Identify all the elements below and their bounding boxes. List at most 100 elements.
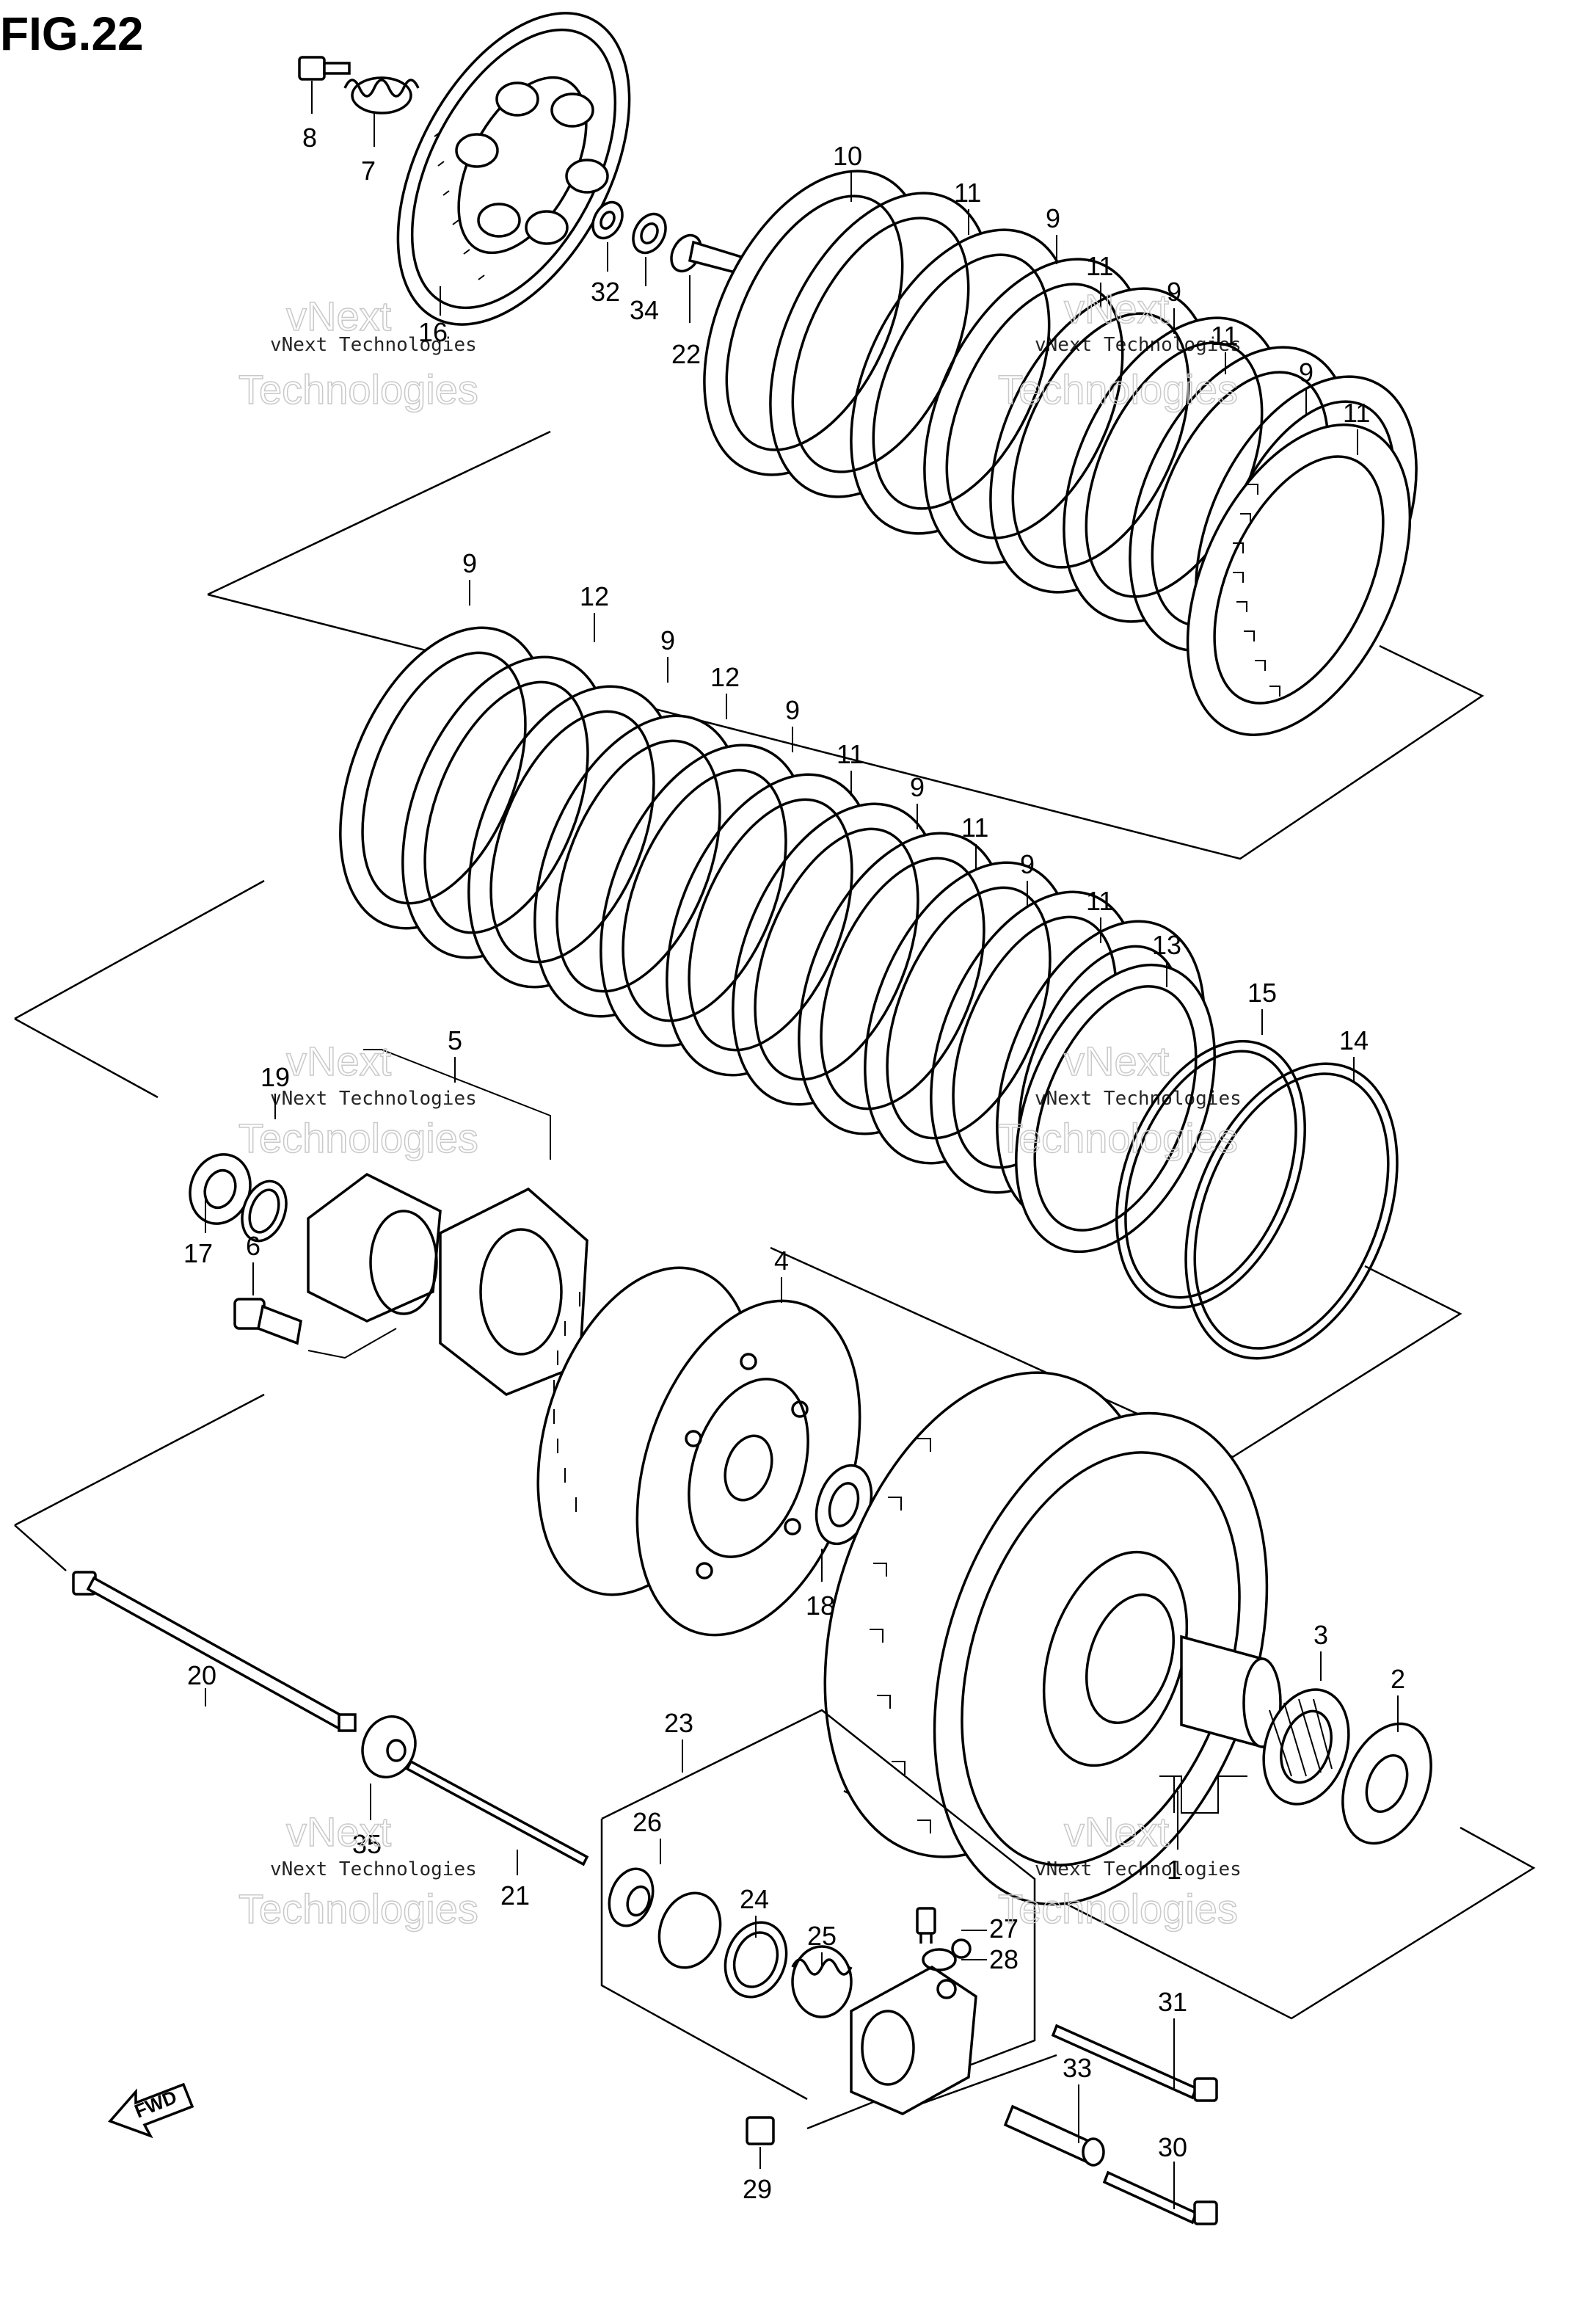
watermark-text-bl-outline: Technologies (238, 1886, 478, 1932)
slave-cylinder-frame (600, 1709, 1057, 2130)
callout-1: 1 (1167, 1855, 1181, 1885)
spring-7 (343, 76, 420, 114)
callout-24: 24 (740, 1884, 769, 1914)
callout-9c: 9 (1299, 357, 1313, 388)
watermark-text-mr-outline: Technologies (998, 1115, 1238, 1161)
watermark-text-ur-caption: vNext Technologies (1035, 334, 1242, 356)
washer-19 (241, 1179, 288, 1243)
cap-28 (922, 1938, 972, 1971)
callout-16: 16 (418, 317, 448, 347)
watermark-text-bl-caption: vNext Technologies (270, 1858, 477, 1880)
slave-cylinder-body (850, 1965, 977, 2115)
callout-29: 29 (743, 2174, 772, 2204)
callout-14: 14 (1339, 1025, 1369, 1055)
washer-2 (1341, 1722, 1432, 1845)
bolt-31 (1051, 2024, 1218, 2102)
callout-11e: 11 (837, 739, 864, 769)
pushrod-21 (405, 1759, 589, 1866)
watermark-top: vNext vNext Technologies Technologies (238, 292, 478, 413)
dowel-29 (746, 2116, 775, 2145)
sleeve-and-shaft (1159, 1635, 1282, 1814)
callout-4: 4 (774, 1246, 789, 1276)
bolt-30 (1102, 2170, 1218, 2225)
clutch-hub-4 (536, 1266, 861, 1637)
watermark-text-bl-brand: vNext (286, 1808, 392, 1855)
washer-32 (591, 200, 624, 240)
callout-8: 8 (302, 123, 317, 153)
callout-26: 26 (633, 1807, 662, 1837)
watermark-text-top-brand: vNext (286, 293, 392, 339)
callout-9b: 9 (1167, 277, 1181, 307)
callout-9h: 9 (1020, 849, 1035, 879)
watermark-text-ml-brand: vNext (286, 1038, 392, 1084)
watermark-text-top-outline: Technologies (238, 366, 478, 412)
bolt-33 (1003, 2104, 1105, 2167)
callout-22: 22 (671, 339, 701, 369)
middle-plate-stack (14, 626, 1462, 1458)
watermark-text-br-brand: vNext (1064, 1808, 1170, 1855)
bush-35 (361, 1715, 417, 1778)
callout-28: 28 (989, 1944, 1019, 1974)
bolt-6 (233, 1298, 397, 1359)
callout-30: 30 (1158, 2132, 1187, 2162)
piston-24 (657, 1891, 788, 1999)
callout-12a: 12 (580, 581, 609, 611)
callout-31: 31 (1158, 1987, 1187, 2017)
callout-10: 10 (833, 141, 862, 171)
callout-33: 33 (1063, 2053, 1092, 2083)
damper-hub-5 (307, 1049, 589, 1396)
callout-19: 19 (260, 1062, 290, 1092)
callout-9d: 9 (462, 548, 477, 578)
callout-11b: 11 (1086, 251, 1113, 281)
callout-9g: 9 (910, 772, 925, 802)
callout-7: 7 (361, 156, 376, 186)
callout-25: 25 (807, 1921, 837, 1951)
thrust-washer-18 (815, 1464, 873, 1546)
upper-plate-stack (207, 170, 1484, 860)
watermark-text-br-caption: vNext Technologies (1035, 1858, 1242, 1880)
callout-15: 15 (1247, 978, 1277, 1008)
watermark-text-br-outline: Technologies (998, 1886, 1238, 1932)
callout-11f: 11 (961, 813, 988, 843)
watermark-text-ur-brand: vNext (1064, 286, 1170, 332)
pressure-plate-16 (396, 12, 631, 326)
callout-17: 17 (183, 1238, 213, 1268)
callout-3: 3 (1313, 1620, 1328, 1650)
pushrod-piece-22 (670, 233, 743, 275)
pushrod-20 (72, 1571, 357, 1732)
watermark-bottom-left: vNext vNext Technologies Technologies (238, 1808, 478, 1933)
watermark-middle-right: vNext vNext Technologies Technologies (997, 1037, 1242, 1162)
watermark-text-top-caption: vNext Technologies (270, 334, 477, 356)
callout-13: 13 (1152, 930, 1181, 960)
callout-9e: 9 (660, 625, 675, 655)
watermark-text-ml-caption: vNext Technologies (270, 1088, 477, 1110)
callout-34: 34 (630, 295, 659, 325)
watermark-middle-left: vNext vNext Technologies Technologies (238, 1037, 478, 1162)
callout-23: 23 (664, 1708, 693, 1738)
callout-27: 27 (989, 1913, 1019, 1944)
bolt-8 (298, 56, 351, 81)
watermark-text-ml-outline: Technologies (238, 1115, 478, 1161)
callouts: 8 7 16 32 34 22 10 11 9 11 9 11 9 11 9 1… (183, 123, 1405, 2204)
figure-title: FIG.22 (0, 7, 144, 60)
bleeder-27 (916, 1907, 936, 1944)
piston-cup-26 (608, 1867, 655, 1927)
callout-35: 35 (352, 1829, 382, 1859)
callout-11c: 11 (1211, 321, 1238, 351)
callout-9f: 9 (785, 695, 800, 725)
watermark-text-mr-brand: vNext (1064, 1038, 1170, 1084)
watermark-text-ur-outline: Technologies (998, 366, 1238, 412)
callout-32: 32 (591, 277, 620, 307)
callout-20: 20 (187, 1660, 216, 1690)
watermark-bottom-right: vNext vNext Technologies Technologies (997, 1808, 1242, 1933)
leader-lines (205, 81, 1399, 2209)
callout-11d: 11 (1343, 398, 1370, 428)
callout-6: 6 (246, 1231, 260, 1261)
callout-18: 18 (806, 1591, 835, 1621)
callout-5: 5 (448, 1025, 462, 1055)
fwd-arrow-icon: FWD (107, 2082, 194, 2139)
bearing-34 (632, 212, 667, 255)
callout-2: 2 (1391, 1664, 1405, 1694)
callout-12b: 12 (710, 662, 740, 692)
